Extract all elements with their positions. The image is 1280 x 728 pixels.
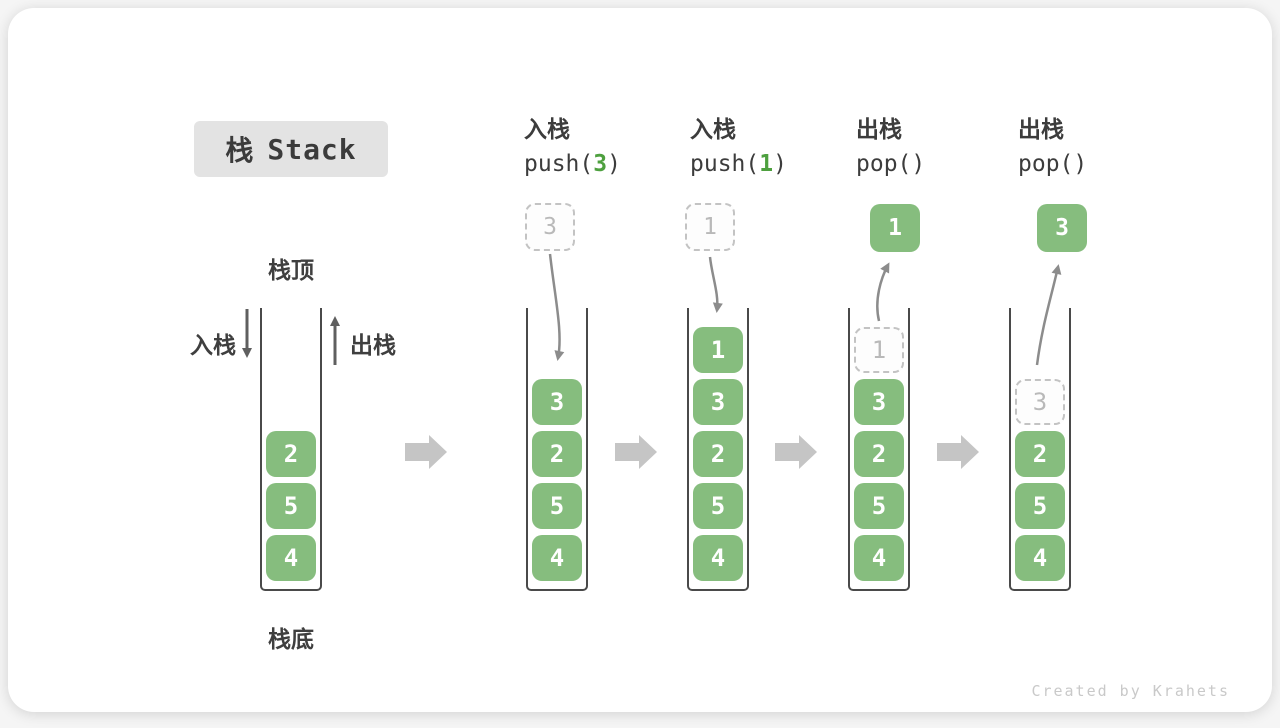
stack-2-container: 3 2 5 4: [526, 308, 588, 591]
stack-block: 5: [1015, 483, 1065, 529]
stack-block: 4: [693, 535, 743, 581]
stack-block: 4: [532, 535, 582, 581]
diagram-title: 栈 Stack: [194, 121, 388, 177]
stack-block: 5: [854, 483, 904, 529]
title-en: Stack: [267, 132, 357, 166]
step-op-label: 入栈: [524, 116, 570, 142]
stack-block: 4: [266, 535, 316, 581]
code-arg: 1: [759, 151, 774, 177]
diagram-card: 栈 Stack 入栈 push(3) 入栈 push(1) 出栈 pop() 出…: [8, 8, 1272, 712]
stack-block: 3: [854, 379, 904, 425]
stack-block: 5: [693, 483, 743, 529]
float-box-push-3: 3: [525, 203, 575, 251]
watermark: Created by Krahets: [1031, 682, 1230, 700]
stack-block: 2: [1015, 431, 1065, 477]
code-pre: pop(: [856, 151, 912, 177]
stack-top-label: 栈顶: [268, 257, 314, 283]
step-header-pop-1: 出栈 pop(): [856, 112, 925, 182]
stack-block: 3: [693, 379, 743, 425]
step-arrow-icon: [775, 435, 817, 469]
stack-5-container: 3 2 5 4: [1009, 308, 1071, 591]
push-1-arrow: [708, 256, 723, 313]
code-arg: 3: [593, 151, 608, 177]
float-box-push-1: 1: [685, 203, 735, 251]
code-pre: push(: [524, 151, 594, 177]
stack-block-popped: 1: [854, 327, 904, 373]
step-code: pop(): [856, 146, 925, 182]
float-box-pop-3: 3: [1037, 204, 1087, 252]
step-header-push-3: 入栈 push(3): [524, 112, 621, 182]
step-op-label: 入栈: [690, 116, 736, 142]
step-op-label: 出栈: [1018, 116, 1064, 142]
code-pre: pop(: [1018, 151, 1074, 177]
code-post: ): [1073, 151, 1088, 177]
code-pre: push(: [690, 151, 760, 177]
step-header-pop-3: 出栈 pop(): [1018, 112, 1087, 182]
step-op-label: 出栈: [856, 116, 902, 142]
stack-block: 3: [532, 379, 582, 425]
stack-block: 2: [854, 431, 904, 477]
stack-block: 2: [266, 431, 316, 477]
step-code: push(3): [524, 146, 621, 182]
stack-block: 1: [693, 327, 743, 373]
code-post: ): [773, 151, 787, 177]
stack-3-container: 1 3 2 5 4: [687, 308, 749, 591]
float-box-pop-1: 1: [870, 204, 920, 252]
step-arrow-icon: [405, 435, 447, 469]
stack-block: 4: [854, 535, 904, 581]
stack-1-container: 2 5 4: [260, 308, 322, 591]
stack-block-popped: 3: [1015, 379, 1065, 425]
step-header-push-1: 入栈 push(1): [690, 112, 787, 182]
stack-block: 5: [266, 483, 316, 529]
stack-block: 4: [1015, 535, 1065, 581]
code-post: ): [607, 151, 621, 177]
stack-block: 5: [532, 483, 582, 529]
step-code: pop(): [1018, 146, 1087, 182]
step-arrow-icon: [615, 435, 657, 469]
step-code: push(1): [690, 146, 787, 182]
step-arrow-icon: [937, 435, 979, 469]
stack-block: 2: [693, 431, 743, 477]
stack-block: 2: [532, 431, 582, 477]
title-zh: 栈: [225, 135, 254, 166]
push-direction-label: 入栈: [190, 332, 236, 358]
stack-bottom-label: 栈底: [268, 626, 314, 652]
arrows-overlay: [242, 253, 1062, 469]
stack-4-container: 1 3 2 5 4: [848, 308, 910, 591]
code-post: ): [911, 151, 926, 177]
pop-direction-label: 出栈: [350, 332, 396, 358]
